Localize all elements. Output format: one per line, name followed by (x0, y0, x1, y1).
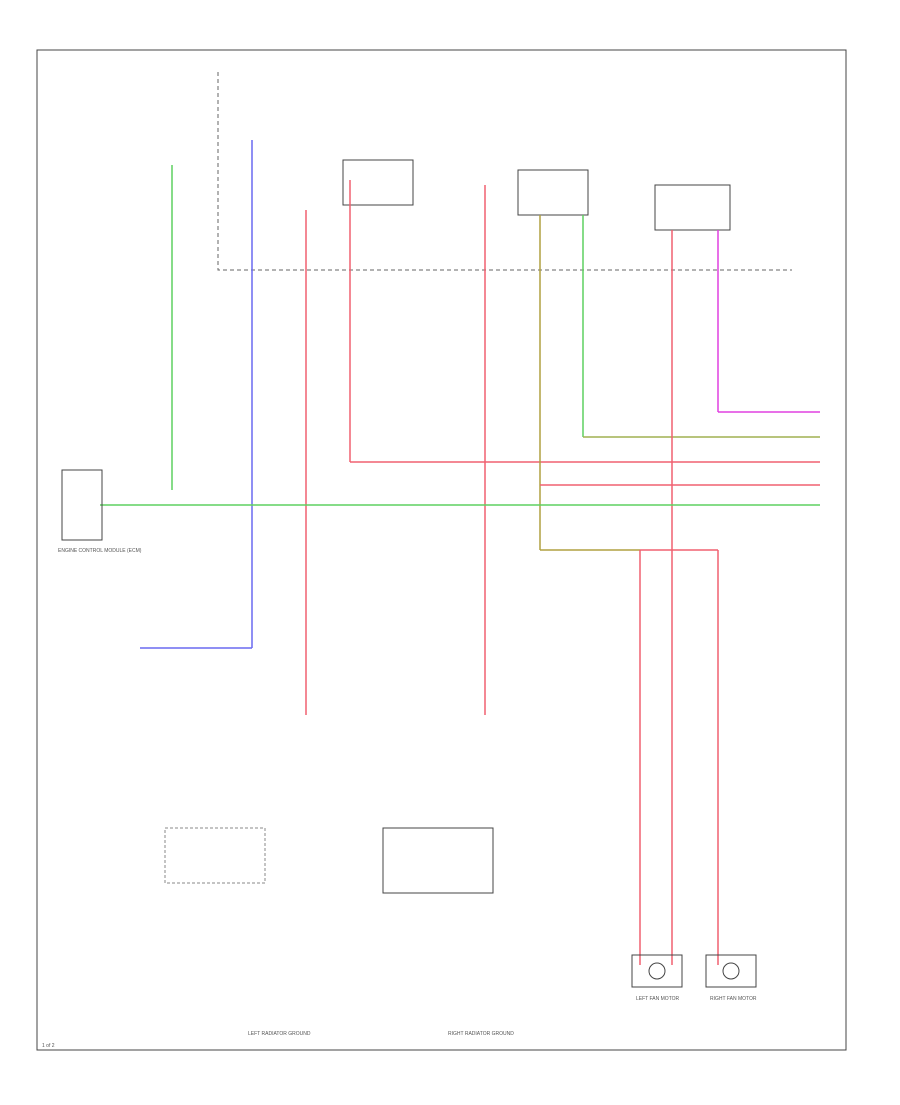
page-ref: 1 of 2 (42, 1043, 55, 1049)
low-relay-box (517, 169, 589, 216)
ecm-label: ENGINE CONTROL MODULE (ECM) (58, 548, 142, 554)
hot-relay-box (342, 159, 414, 206)
right-fan-label: RIGHT FAN MOTOR (710, 996, 757, 1002)
right-assembly-box (382, 827, 494, 894)
outer-frame (36, 49, 847, 1051)
left-fan-label: LEFT FAN MOTOR (636, 996, 680, 1002)
fan-relay-box (654, 184, 731, 231)
engine-bay-box (217, 72, 792, 271)
left-assembly-box (164, 827, 266, 884)
left-fan-box (631, 954, 683, 988)
left-ground-label: LEFT RADIATOR GROUND (248, 1031, 311, 1037)
right-ground-label: RIGHT RADIATOR GROUND (448, 1031, 514, 1037)
left-fan-motor-icon (648, 962, 666, 980)
right-fan-box (705, 954, 757, 988)
ecm-box (61, 469, 103, 541)
right-fan-motor-icon (722, 962, 740, 980)
